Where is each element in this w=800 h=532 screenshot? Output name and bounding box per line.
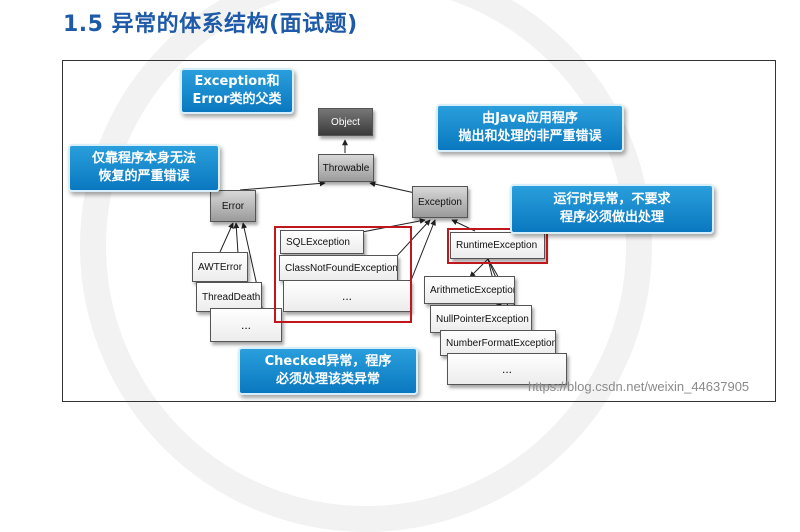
node-throwable: Throwable: [318, 154, 374, 182]
callout-runtime: 运行时异常，不要求程序必须做出处理: [510, 184, 714, 234]
page-title: 1.5 异常的体系结构(面试题): [63, 12, 358, 37]
line-awt-error: [219, 222, 234, 253]
node-runtime-more: ...: [447, 353, 567, 385]
node-awterror: AWTError: [192, 252, 248, 282]
line-error-throwable: [239, 180, 326, 191]
line-more-exception: [409, 219, 436, 284]
node-nullpointer: NullPointerException: [430, 305, 532, 333]
node-object: Object: [318, 108, 373, 136]
diagram-frame: [62, 60, 776, 402]
callout-exception: 由Java应用程序抛出和处理的非严重错误: [436, 104, 624, 152]
line-exception-throwable: [369, 181, 416, 194]
node-sqlexception: SQLException: [280, 230, 364, 254]
node-error-more: ...: [210, 308, 282, 342]
source-url: https://blog.csdn.net/weixin_44637905: [528, 379, 750, 394]
line-cnf-exception: [394, 219, 431, 259]
node-threaddeath: ThreadDeath: [196, 282, 262, 312]
node-exception: Exception: [412, 186, 468, 218]
node-error: Error: [210, 190, 256, 222]
node-arithmetic: ArithmeticException: [424, 276, 515, 304]
node-classnotfound: ClassNotFoundException: [279, 255, 398, 281]
runtime-highlight-box: [447, 228, 548, 264]
callout-checked: Checked异常，程序必须处理该类异常: [238, 347, 418, 395]
node-runtimeexception: RuntimeException: [450, 232, 545, 259]
callout-error: 仅靠程序本身无法恢复的严重错误: [68, 144, 220, 192]
node-numberformat: NumberFormatException: [440, 330, 556, 356]
checked-highlight-box: [274, 226, 412, 323]
